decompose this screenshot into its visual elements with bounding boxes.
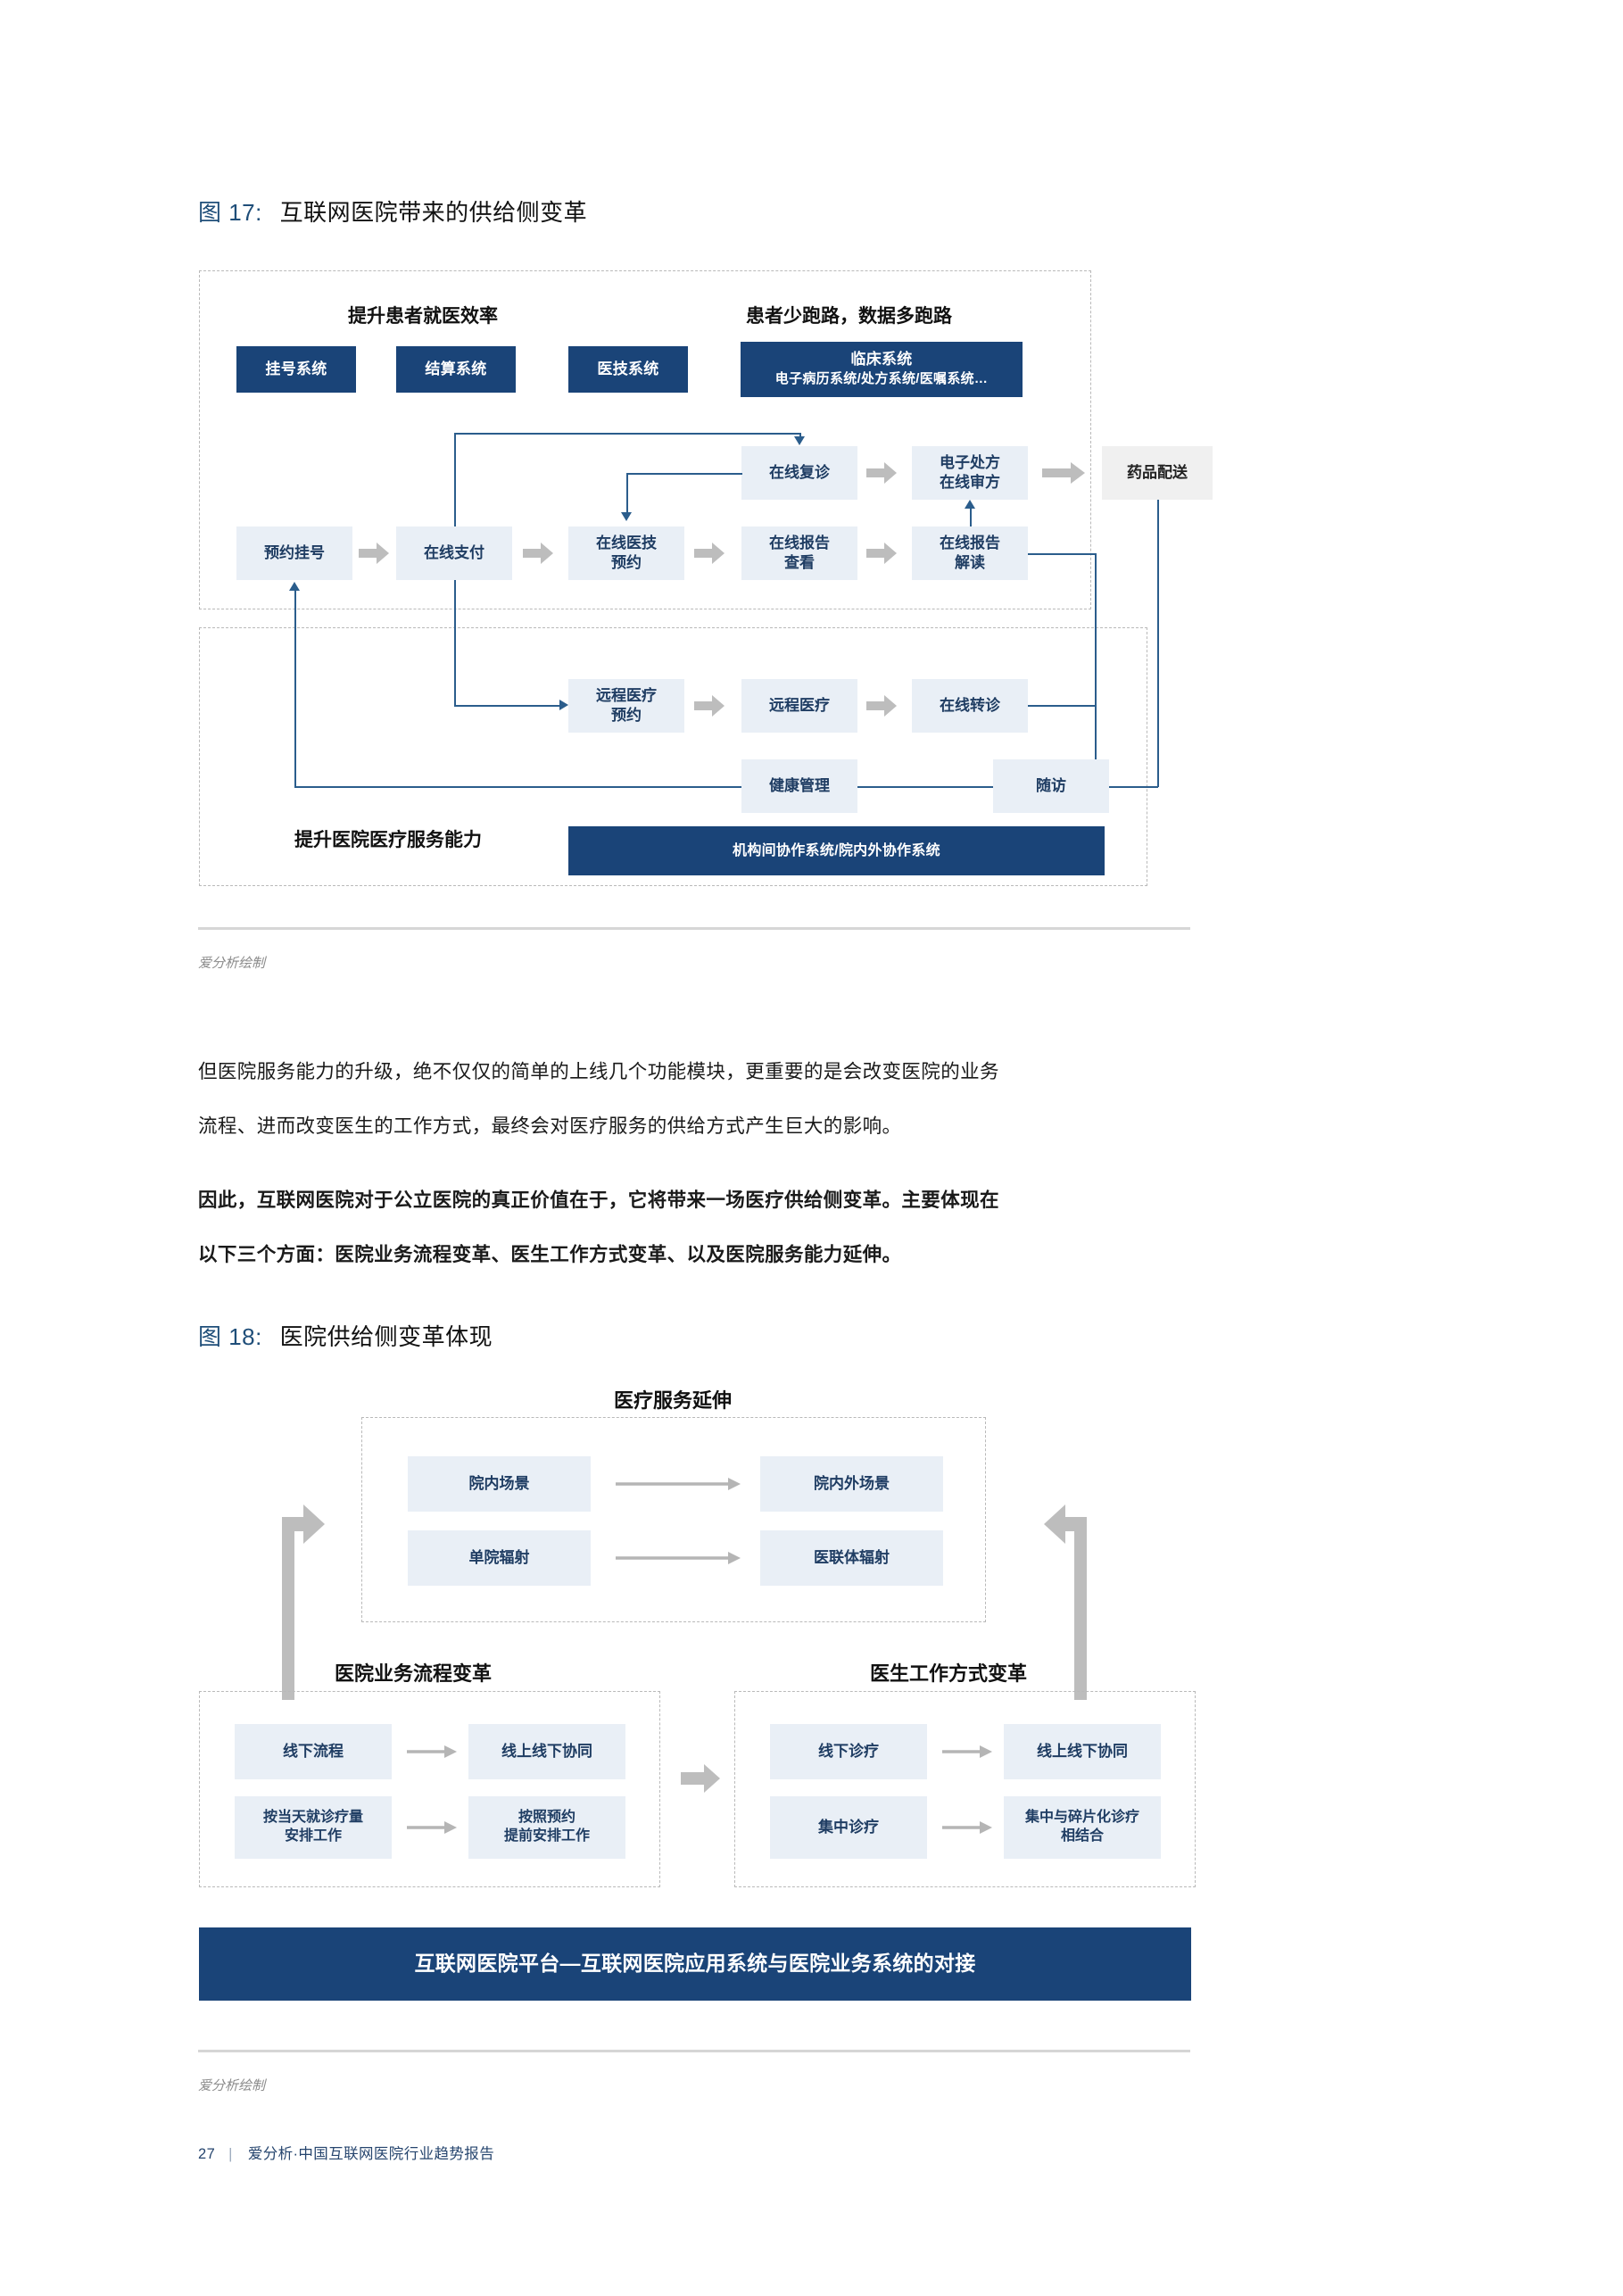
connector-referral-right xyxy=(1028,705,1096,707)
figure-17-caption: 图 17: 互联网医院带来的供给侧变革 xyxy=(198,195,587,228)
top-row1-from[interactable]: 院内场景 xyxy=(408,1456,591,1512)
top-row1-to[interactable]: 院内外场景 xyxy=(760,1456,943,1512)
arrow-payment-to-medtech xyxy=(523,542,553,565)
figure-17-heading-right: 患者少跑路，数据多跑路 xyxy=(746,306,952,327)
right-row2-from[interactable]: 集中诊疗 xyxy=(770,1796,927,1859)
connector-health-to-followup xyxy=(857,786,993,788)
connector-payment-right xyxy=(454,433,800,435)
paragraph-2-line-2: 以下三个方面：医院业务流程变革、医生工作方式变革、以及医院服务能力延伸。 xyxy=(198,1244,902,1265)
figure-18-right-frame xyxy=(734,1691,1196,1887)
figure-18-caption: 图 18: 医院供给侧变革体现 xyxy=(198,1319,493,1352)
connector-followup-to-medtech-v xyxy=(626,473,628,516)
connector-interpret-to-prescription xyxy=(970,505,972,526)
flow-box-telemedicine-booking[interactable]: 远程医疗 预约 xyxy=(568,679,684,733)
paragraph-2-line-1: 因此，互联网医院对于公立医院的真正价值在于，它将带来一场医疗供给侧变革。主要体现… xyxy=(198,1189,999,1211)
top-row2-to[interactable]: 医联体辐射 xyxy=(760,1530,943,1586)
connector-interpret-right xyxy=(1028,553,1096,555)
clinical-box-line2: 电子病历系统/处方系统/医嘱系统… xyxy=(774,371,989,387)
system-box-registration[interactable]: 挂号系统 xyxy=(236,346,356,393)
arrow-left-row2 xyxy=(407,1818,457,1837)
figure-18-divider xyxy=(198,2050,1190,2052)
connector-payment-to-telebooking xyxy=(454,705,561,707)
figure-17-title: 互联网医院带来的供给侧变革 xyxy=(279,199,588,226)
left-row2-from[interactable]: 按当天就诊疗量 安排工作 xyxy=(235,1796,392,1859)
right-row1-to[interactable]: 线上线下协同 xyxy=(1004,1724,1161,1779)
collaboration-system-bar[interactable]: 机构间协作系统/院内外协作系统 xyxy=(568,826,1105,875)
arrowhead-into-appointment-registration xyxy=(289,582,300,591)
left-row1-from[interactable]: 线下流程 xyxy=(235,1724,392,1779)
figure-18-left-frame xyxy=(199,1691,660,1887)
arrow-registration-to-payment xyxy=(359,542,389,565)
connector-interpret-down xyxy=(1095,553,1097,776)
arrow-telebooking-to-telemed xyxy=(694,694,725,717)
figure-18-top-title: 医疗服务延伸 xyxy=(605,1385,741,1413)
footer-separator: | xyxy=(228,2146,233,2162)
clinical-box-line1: 临床系统 xyxy=(850,351,913,369)
arrow-right-row2 xyxy=(942,1818,992,1837)
paragraph-1-line-2: 流程、进而改变医生的工作方式，最终会对医疗服务的供给方式产生巨大的影响。 xyxy=(198,1115,902,1137)
figure-18-top-frame xyxy=(361,1417,986,1622)
arrowhead-into-followup-visit xyxy=(794,436,805,445)
top-row2-from[interactable]: 单院辐射 xyxy=(408,1530,591,1586)
figure-18-title: 医院供给侧变革体现 xyxy=(279,1323,493,1350)
flow-box-online-referral[interactable]: 在线转诊 xyxy=(912,679,1028,733)
right-row2-to[interactable]: 集中与碎片化诊疗 相结合 xyxy=(1004,1796,1161,1859)
system-box-medtech[interactable]: 医技系统 xyxy=(568,346,688,393)
arrow-prescription-to-delivery xyxy=(1042,461,1085,485)
footer-page-number: 27 xyxy=(198,2146,216,2162)
figure-17-heading-left: 提升患者就医效率 xyxy=(348,306,498,327)
flow-box-online-payment[interactable]: 在线支付 xyxy=(396,526,512,580)
page-footer: 27 | 爱分析·中国互联网医院行业趋势报告 xyxy=(198,2142,494,2163)
figure-18-left-title: 医院业务流程变革 xyxy=(326,1658,501,1687)
arrow-followup-to-prescription xyxy=(866,461,897,485)
flow-box-telemedicine[interactable]: 远程医疗 xyxy=(741,679,857,733)
arrow-top-row1 xyxy=(616,1474,741,1494)
elbow-arrow-left-up xyxy=(264,1481,327,1700)
elbow-arrow-right-up xyxy=(1042,1481,1105,1700)
flow-box-online-medtech-booking[interactable]: 在线医技 预约 xyxy=(568,526,684,580)
flow-box-online-followup-visit[interactable]: 在线复诊 xyxy=(741,446,857,500)
figure-18-number: 图 18: xyxy=(198,1323,262,1350)
flow-box-e-prescription[interactable]: 电子处方 在线审方 xyxy=(912,446,1028,500)
connector-delivery-down xyxy=(1157,500,1159,787)
paragraph-1-line-1: 但医院服务能力的升级，绝不仅仅的简单的上线几个功能模块，更重要的是会改变医院的业… xyxy=(198,1061,999,1082)
flow-box-followup[interactable]: 随访 xyxy=(993,759,1109,813)
connector-followup-to-medtech-h xyxy=(626,473,742,475)
figure-18-right-title: 医生工作方式变革 xyxy=(861,1658,1037,1687)
connector-payment-up xyxy=(454,433,456,526)
flow-box-health-management[interactable]: 健康管理 xyxy=(741,759,857,813)
connector-health-back-h xyxy=(294,786,741,788)
system-box-settlement[interactable]: 结算系统 xyxy=(396,346,516,393)
figure-17-heading-bottom: 提升医院医疗服务能力 xyxy=(294,830,482,850)
right-row1-from[interactable]: 线下诊疗 xyxy=(770,1724,927,1779)
connector-payment-down xyxy=(454,580,456,705)
left-row1-to[interactable]: 线上线下协同 xyxy=(468,1724,625,1779)
arrowhead-into-medtech-booking xyxy=(621,512,632,521)
figure-17-number: 图 17: xyxy=(198,199,262,226)
arrowhead-into-telemedicine-booking xyxy=(559,700,568,710)
arrow-right-row1 xyxy=(942,1742,992,1761)
flow-box-appointment-registration[interactable]: 预约挂号 xyxy=(236,526,352,580)
system-box-clinical[interactable]: 临床系统 电子病历系统/处方系统/医嘱系统… xyxy=(741,342,1023,397)
figure-17-lower-frame xyxy=(199,627,1147,886)
arrow-reportview-to-interpret xyxy=(866,542,897,565)
flow-box-online-report-interpret[interactable]: 在线报告 解读 xyxy=(912,526,1028,580)
platform-bar[interactable]: 互联网医院平台—互联网医院应用系统与医院业务系统的对接 xyxy=(199,1927,1191,2001)
footer-text: 爱分析·中国互联网医院行业趋势报告 xyxy=(247,2146,495,2162)
arrow-top-row2 xyxy=(616,1548,741,1568)
figure-17-divider xyxy=(198,927,1190,930)
flow-box-online-report-view[interactable]: 在线报告 查看 xyxy=(741,526,857,580)
flow-box-drug-delivery[interactable]: 药品配送 xyxy=(1102,446,1213,500)
figure-18-source: 爱分析绘制 xyxy=(198,2078,266,2093)
arrow-left-group-to-right-group xyxy=(681,1762,720,1795)
left-row2-to[interactable]: 按照预约 提前安排工作 xyxy=(468,1796,625,1859)
figure-17-source: 爱分析绘制 xyxy=(198,956,266,971)
figure-17-upper-frame xyxy=(199,270,1091,609)
arrow-left-row1 xyxy=(407,1742,457,1761)
arrow-medtech-to-reportview xyxy=(694,542,725,565)
arrow-telemed-to-referral xyxy=(866,694,897,717)
connector-health-back-v xyxy=(294,587,296,787)
arrowhead-into-prescription xyxy=(965,500,975,509)
